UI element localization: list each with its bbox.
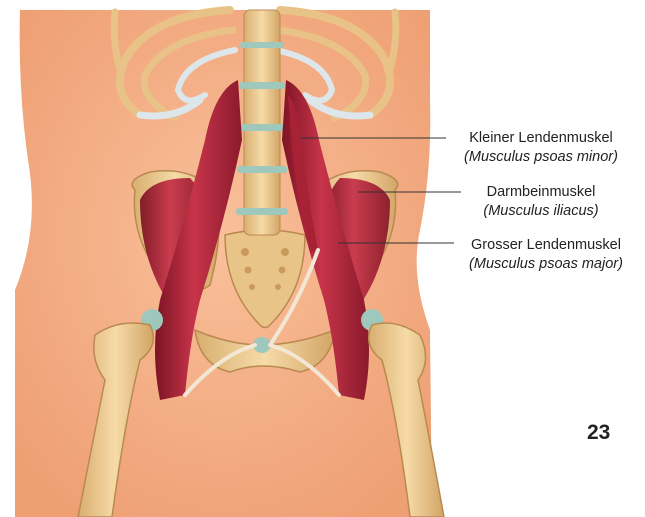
- label-latin-name: (Musculus iliacus): [446, 202, 636, 221]
- label-common-name: Darmbeinmuskel: [446, 183, 636, 202]
- spine: [236, 10, 288, 235]
- label-latin-name: (Musculus psoas major): [446, 255, 645, 274]
- label-iliacus: Darmbeinmuskel (Musculus iliacus): [446, 183, 636, 221]
- label-common-name: Grosser Lendenmuskel: [446, 236, 645, 255]
- page-number: 23: [587, 421, 610, 445]
- label-psoas-minor: Kleiner Lendenmuskel (Musculus psoas min…: [446, 129, 636, 167]
- label-common-name: Kleiner Lendenmuskel: [446, 129, 636, 148]
- label-latin-name: (Musculus psoas minor): [446, 148, 636, 167]
- label-psoas-major: Grosser Lendenmuskel (Musculus psoas maj…: [446, 236, 645, 274]
